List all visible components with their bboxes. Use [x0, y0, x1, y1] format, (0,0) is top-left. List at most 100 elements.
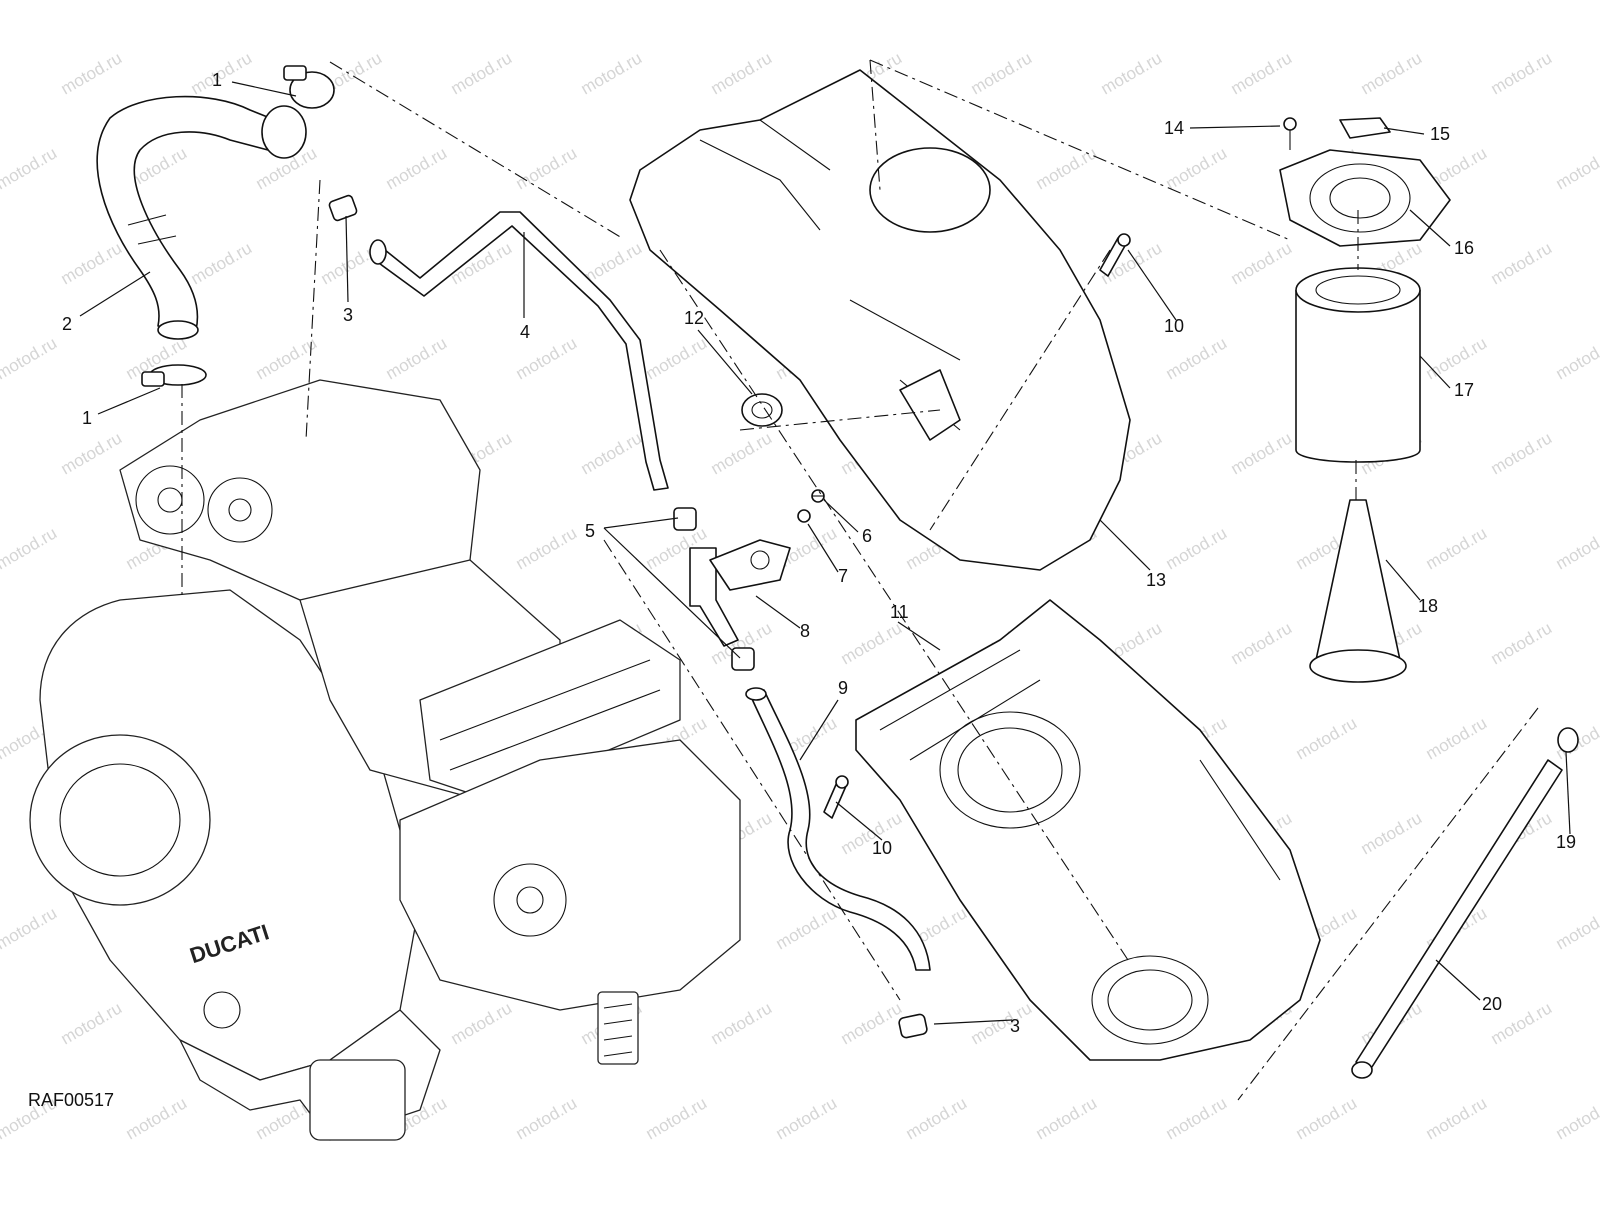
watermark-text: motod.ru [773, 0, 841, 3]
watermark-text: motod.ru [58, 48, 126, 98]
watermark-text: motod.ru [1423, 713, 1491, 763]
watermark-text: motod.ru [0, 523, 60, 573]
watermark-text: motod.ru [1553, 523, 1600, 573]
callout-3-lower: 3 [1010, 1016, 1020, 1036]
watermark-text: motod.ru [1228, 428, 1296, 478]
watermark-text: motod.ru [773, 1093, 841, 1143]
part-1-hose-clamp-upper [284, 66, 334, 108]
watermark-text: motod.ru [708, 48, 776, 98]
watermark-text: motod.ru [448, 998, 516, 1048]
clutch-cover [30, 735, 210, 905]
watermark-text: motod.ru [1033, 143, 1101, 193]
part-15-cap [1340, 118, 1390, 138]
callout-16: 16 [1454, 238, 1474, 258]
watermark-text: motod.ru [188, 238, 256, 288]
watermark-text: motod.ru [1163, 523, 1231, 573]
watermark-text: motod.ru [968, 998, 1036, 1048]
watermark-text: motod.ru [383, 143, 451, 193]
watermark-text: motod.ru [383, 0, 451, 3]
breather-pipe-end [370, 240, 386, 264]
callout-11: 11 [890, 602, 909, 622]
callout-10-lower: 10 [872, 838, 892, 858]
callout-19: 19 [1556, 832, 1576, 852]
part-5-sleeve-upper [674, 508, 696, 530]
part-2-intake-hose [97, 97, 306, 339]
callout-4: 4 [520, 322, 530, 342]
oil-filter [310, 1060, 405, 1140]
part-13-airbox-cover [630, 70, 1130, 570]
callout-8: 8 [800, 621, 810, 641]
callout-13: 13 [1146, 570, 1166, 590]
watermark-text: motod.ru [1423, 1093, 1491, 1143]
callout-2: 2 [62, 314, 72, 334]
watermark-text: motod.ru [643, 333, 711, 383]
watermark-text: motod.ru [1228, 618, 1296, 668]
watermark-text: motod.ru [968, 48, 1036, 98]
watermark-text: motod.ru [1098, 48, 1166, 98]
watermark-text: motod.ru [0, 0, 60, 3]
watermark-text: motod.ru [1553, 0, 1600, 3]
watermark-text: motod.ru [773, 903, 841, 953]
engine-vent-grille [598, 992, 638, 1064]
part-11-airbox-base [856, 600, 1320, 1060]
watermark-text: motod.ru [1228, 238, 1296, 288]
part-18-funnel [1310, 500, 1406, 682]
watermark-text: motod.ru [0, 143, 60, 193]
part-5-sleeve-lower [732, 648, 754, 670]
airbox-cover-opening [870, 148, 990, 232]
watermark-text: motod.ru [58, 428, 126, 478]
callout-3-upper: 3 [343, 305, 353, 325]
watermark-text: motod.ru [448, 48, 516, 98]
part-10-screw-lower [824, 776, 848, 818]
hose-end-upper [262, 106, 306, 158]
watermark-text: motod.ru [1358, 808, 1426, 858]
watermark-text: motod.ru [1423, 0, 1491, 3]
watermark-text: motod.ru [1293, 0, 1361, 3]
engine-assembly: DUCATI [30, 380, 740, 1140]
part-14-screw [1284, 118, 1296, 150]
callout-7: 7 [838, 566, 848, 586]
watermark-text: motod.ru [513, 1093, 581, 1143]
watermark-text: motod.ru [1163, 0, 1231, 3]
callout-6: 6 [862, 526, 872, 546]
watermark-text: motod.ru [1228, 48, 1296, 98]
watermark-text: motod.ru [838, 998, 906, 1048]
part-20-rod [1352, 760, 1562, 1078]
watermark-text: motod.ru [58, 998, 126, 1048]
watermark-text: motod.ru [0, 333, 60, 383]
watermark-text: motod.ru [1163, 143, 1231, 193]
watermark-text: motod.ru [708, 998, 776, 1048]
watermark-text: motod.ru [1488, 238, 1556, 288]
watermark-text: motod.ru [1488, 428, 1556, 478]
callout-1-lower: 1 [82, 408, 92, 428]
watermark-text: motod.ru [1553, 1093, 1600, 1143]
callout-17: 17 [1454, 380, 1474, 400]
watermark-text: motod.ru [1293, 713, 1361, 763]
callout-18: 18 [1418, 596, 1438, 616]
watermark-text: motod.ru [708, 428, 776, 478]
watermark-text: motod.ru [383, 333, 451, 383]
part-3-fitting-lower [898, 1014, 928, 1039]
part-17-air-filter [1296, 268, 1420, 462]
watermark-text: motod.ru [1423, 333, 1491, 383]
callout-14: 14 [1164, 118, 1184, 138]
watermark-text: motod.ru [838, 618, 906, 668]
watermark-text: motod.ru [513, 0, 581, 3]
part-19-end-fitting [1558, 728, 1578, 752]
watermark-text: motod.ru [513, 523, 581, 573]
watermark-text: motod.ru [253, 0, 321, 3]
part-3-fitting-upper [328, 194, 357, 221]
watermark-text: motod.ru [123, 1093, 191, 1143]
callout-10-upper: 10 [1164, 316, 1184, 336]
hose-end-lower [158, 321, 198, 339]
watermark-text: motod.ru [1553, 143, 1600, 193]
part-16-filter-cover [1280, 150, 1450, 246]
watermark-text: motod.ru [1488, 48, 1556, 98]
callout-12: 12 [684, 308, 704, 328]
watermark-text: motod.ru [1553, 333, 1600, 383]
watermark-text: motod.ru [903, 0, 971, 3]
watermark-text: motod.ru [578, 428, 646, 478]
watermark-text: motod.ru [1163, 1093, 1231, 1143]
